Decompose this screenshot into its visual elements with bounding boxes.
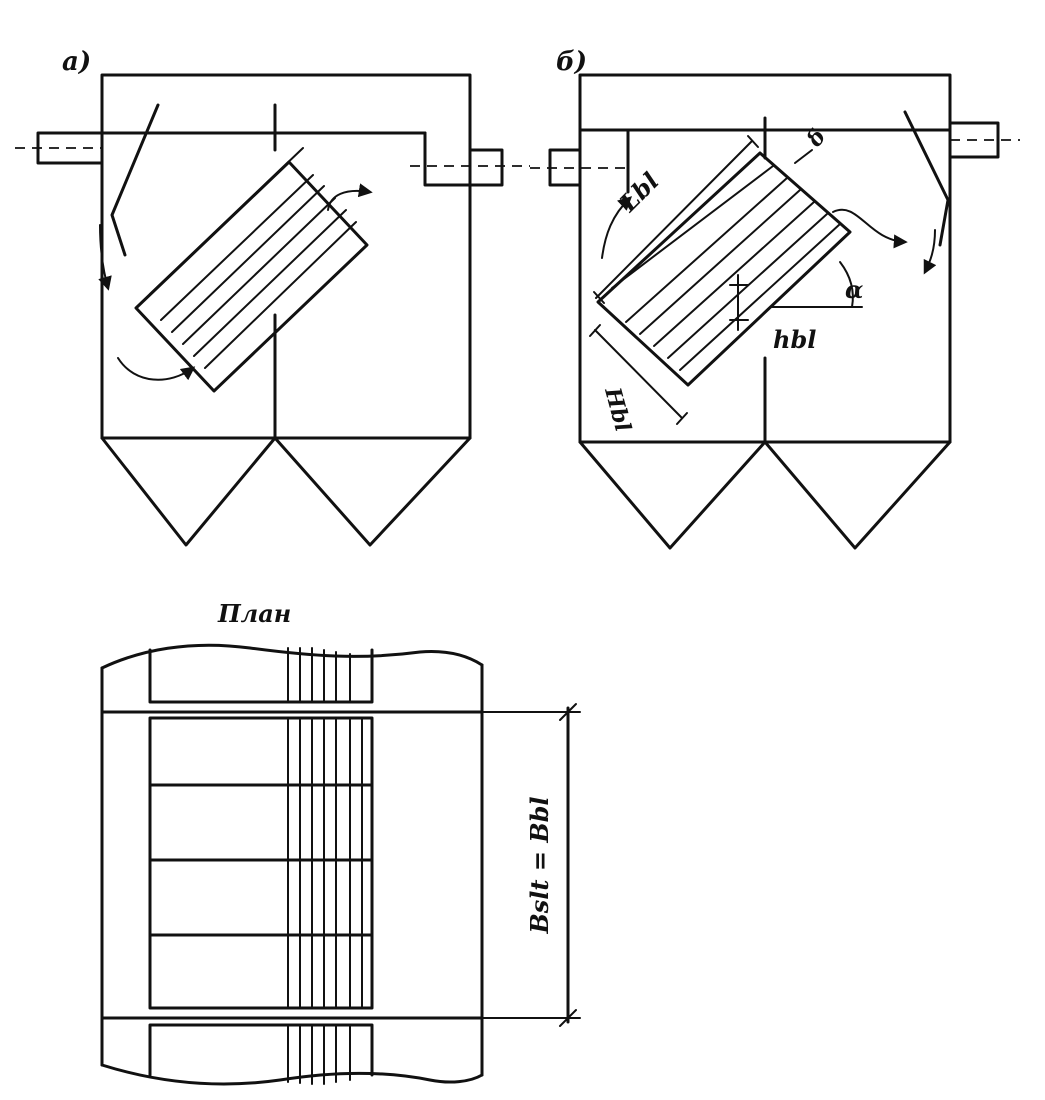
panel-b-inlet-trough: [578, 128, 630, 194]
panel-a-plate-block: [134, 147, 369, 393]
dim-label-pitch: hbl: [773, 325, 816, 354]
dim-line-hbl: [594, 329, 683, 419]
panel-b-flow-arrow-in: [601, 196, 633, 259]
plan-view: План: [100, 599, 581, 1086]
panel-a-tank-outline: [100, 73, 472, 440]
panel-a-flow-arrow-under: [117, 357, 196, 381]
panel-b-label: б): [556, 47, 587, 77]
dim-label-hbl: Hbl: [599, 384, 636, 435]
panel-b-deflector: [903, 110, 950, 247]
panel-a-label: а): [62, 47, 91, 77]
dim-line-lbl: [595, 140, 753, 299]
panel-a-hoppers: [100, 436, 472, 547]
plan-top-break-line: [100, 643, 484, 670]
panel-a-outlet-trough: [423, 131, 472, 187]
panel-a: а): [15, 47, 530, 547]
angle-label: α: [845, 275, 863, 304]
panel-b: б) Lbl Hbl: [530, 47, 1020, 550]
panel-a-deflector: [110, 103, 160, 257]
panel-b-flow-arrow-down: [923, 229, 937, 275]
panel-b-outlet-pipe: [948, 121, 1000, 159]
plan-dim-label-width: Bslt = Bbl: [525, 796, 554, 934]
dim-line-gap: [794, 149, 813, 164]
panel-a-flow-arrow-down: [98, 224, 112, 291]
plan-title: План: [217, 599, 291, 628]
plan-main-chamber: [148, 716, 374, 1010]
panel-b-flow-arrow-out: [832, 208, 908, 249]
dim-label-lbl: Lbl: [613, 166, 664, 217]
plan-bottom-break-line: [100, 1063, 484, 1086]
panel-a-outlet-pipe: [468, 148, 504, 187]
plan-bottom-chamber: [148, 1023, 374, 1077]
plan-top-chamber: [148, 648, 374, 704]
angle-arc: [839, 261, 854, 308]
panel-a-flow-arrow-out: [327, 183, 373, 211]
panel-b-hoppers: [578, 440, 952, 550]
